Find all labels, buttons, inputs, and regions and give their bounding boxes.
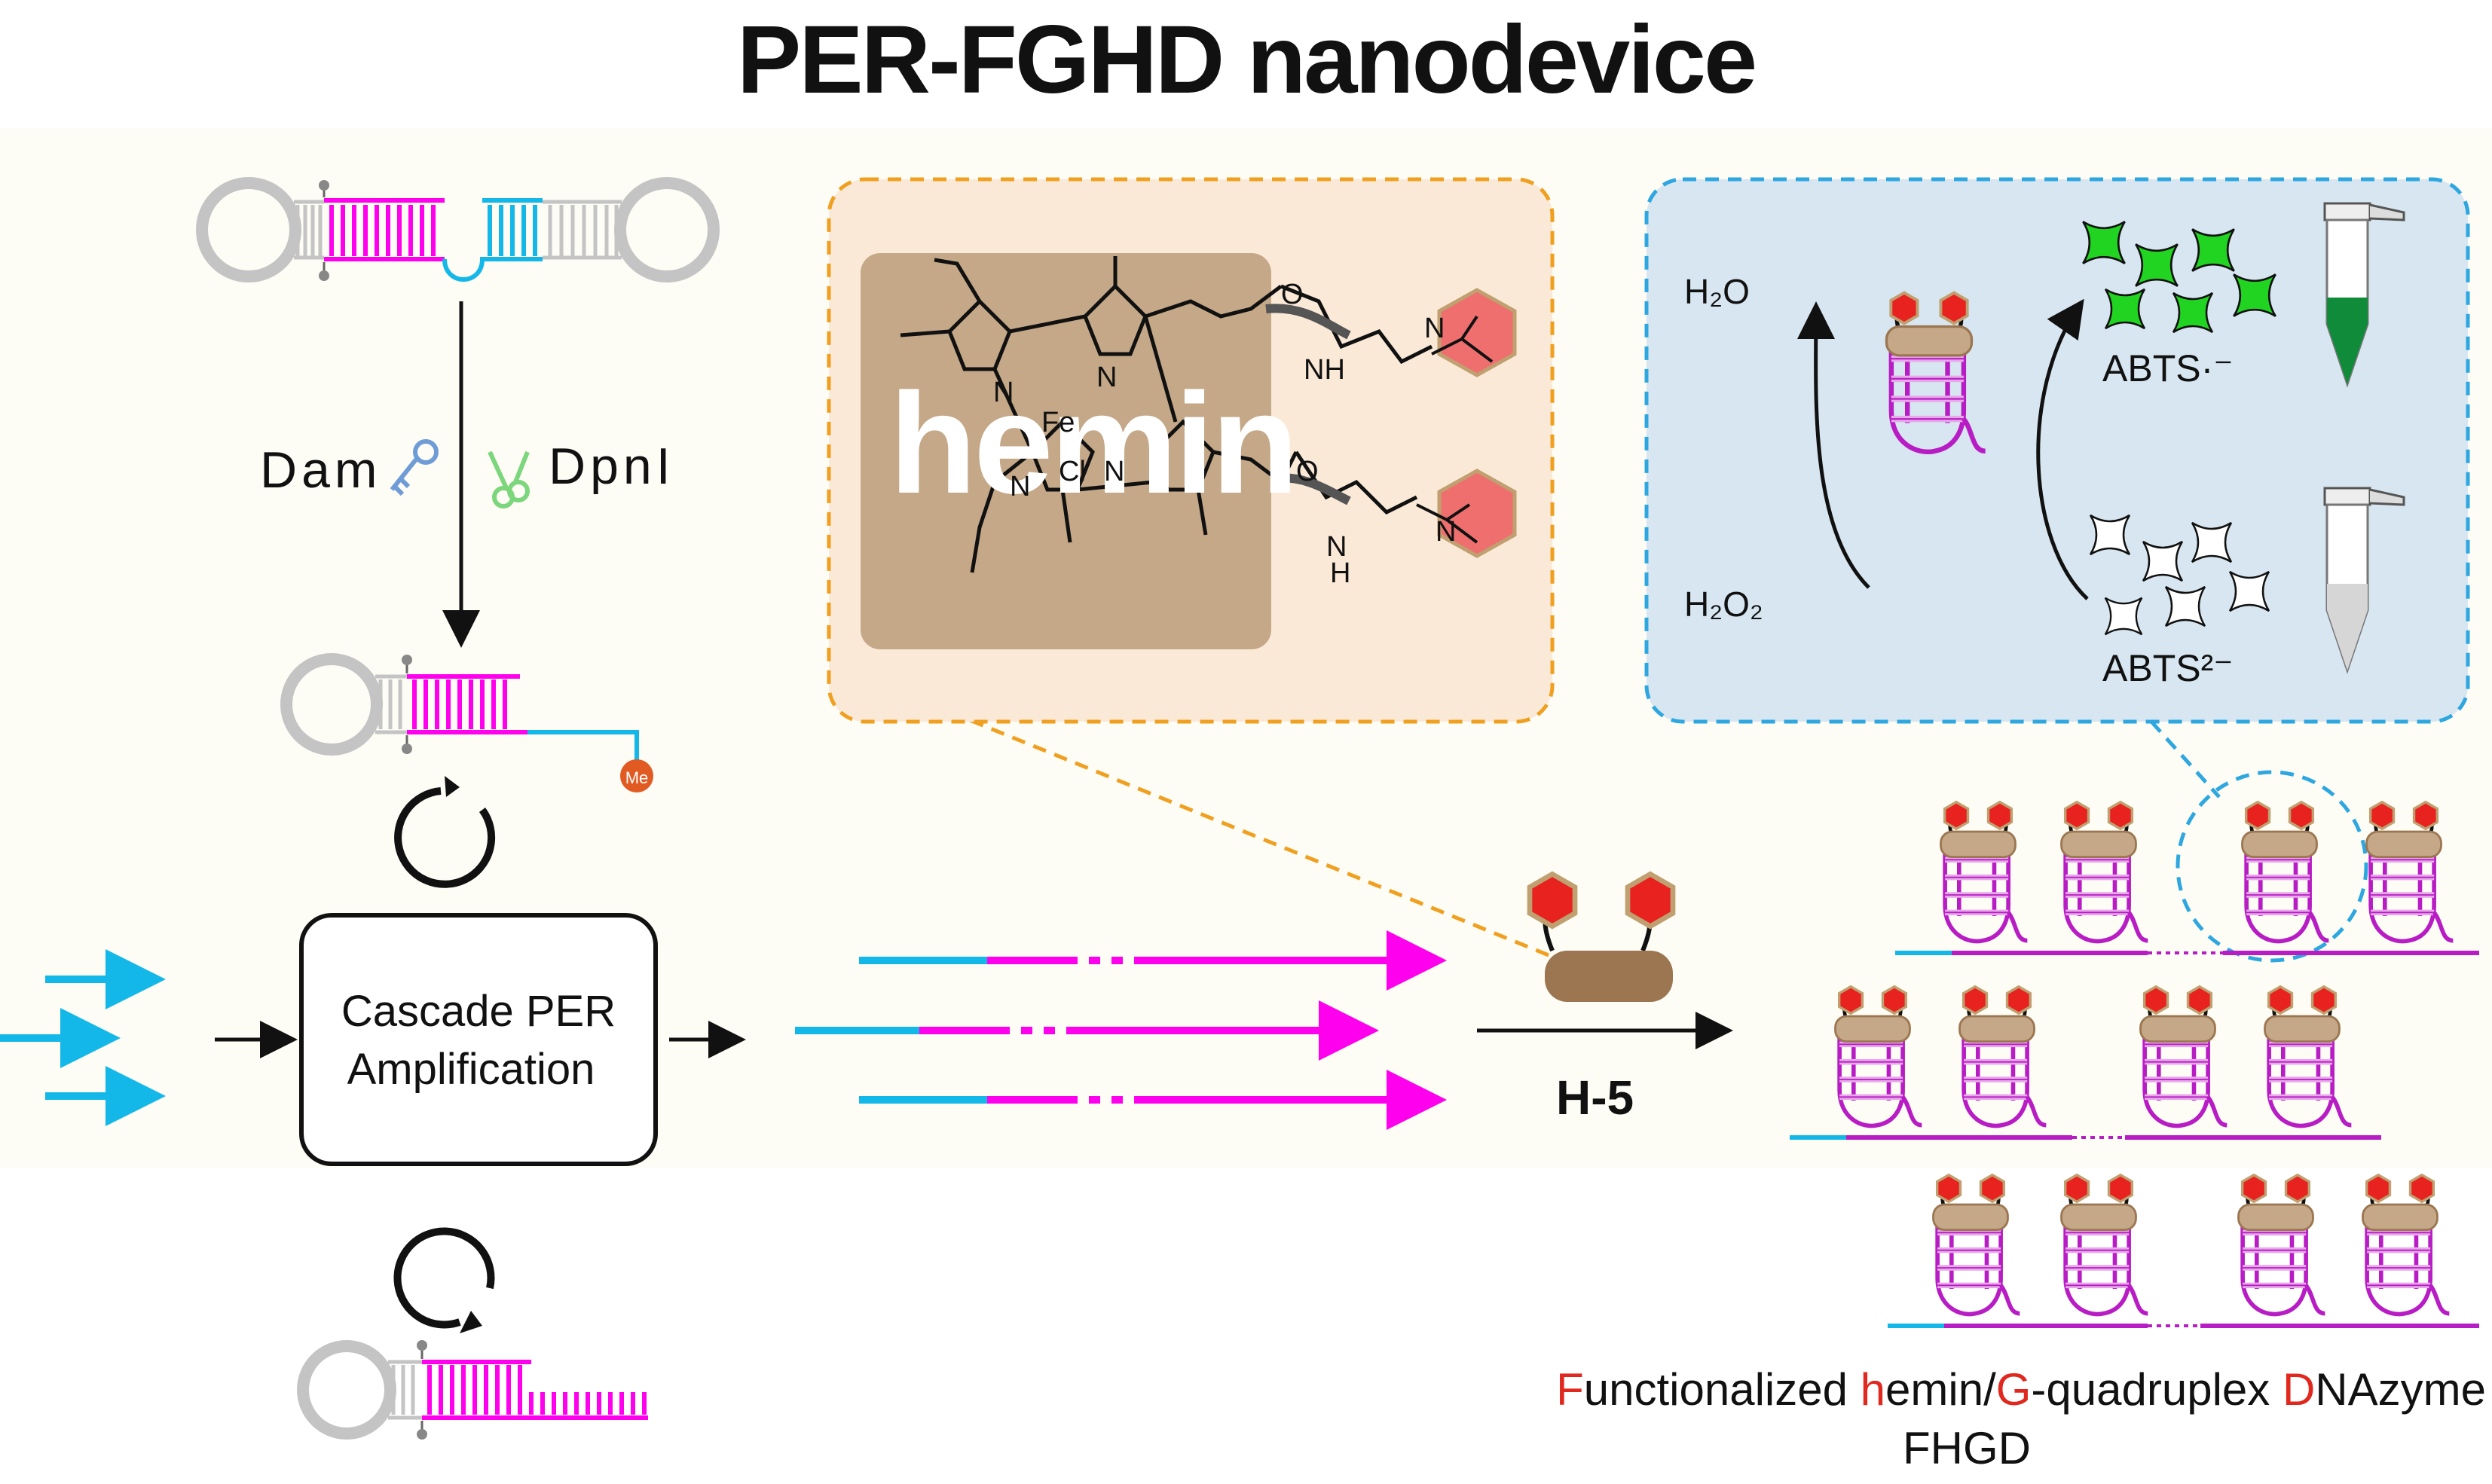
cycle-arrow-lower — [393, 1227, 495, 1333]
zoom-connector-blue — [2150, 720, 2221, 798]
hairpin-methylated: Me — [280, 653, 653, 792]
zoom-connector-orange — [949, 710, 1549, 957]
atom-n-4: N — [1104, 456, 1125, 487]
linker-gray — [1265, 304, 1351, 505]
zoom-circle — [2176, 770, 2368, 963]
key-icon — [390, 439, 439, 496]
tube-green-icon — [2323, 202, 2405, 388]
caption-text-segment: unctionalized — [1583, 1364, 1861, 1415]
cascade-box-line2: Amplification — [347, 1045, 595, 1094]
atom-o-2: O — [1296, 456, 1319, 487]
caption-text-segment: NAzyme — [2315, 1364, 2486, 1415]
caption-text-segment: emin/ — [1885, 1364, 1996, 1415]
methyl-tag-label: Me — [625, 768, 649, 787]
atom-fe: Fe — [1041, 407, 1075, 438]
cascade-per-box — [299, 913, 658, 1166]
scissors-icon — [488, 450, 530, 508]
atom-nh-1: NH — [1304, 354, 1345, 386]
atom-n-2: N — [1096, 362, 1118, 393]
cycle-arrow-upper — [394, 776, 496, 888]
peroxide-label: H₂O₂ — [1684, 585, 1763, 624]
abts-arrow — [2036, 298, 2089, 600]
caption-accent-letter: G — [1995, 1364, 2032, 1415]
h5-molecule — [1530, 874, 1673, 1002]
input-primers — [0, 949, 166, 1126]
pink-hexagon-groups — [1416, 288, 1517, 558]
atom-n-6: N — [1436, 516, 1457, 548]
caption-accent-letter: D — [2282, 1364, 2316, 1415]
atom-nh-2: N — [1326, 531, 1347, 563]
atom-n-5: N — [1424, 313, 1445, 344]
hairpin-extended — [297, 1340, 648, 1440]
fhgd-row-3 — [1888, 1175, 2479, 1328]
abts-reduced-label: ABTS²⁻ — [2102, 647, 2234, 689]
methyl-tag — [620, 759, 653, 792]
atom-n-3: N — [1010, 471, 1031, 502]
caption-text-segment: -quadruplex — [2031, 1364, 2283, 1415]
hemin-core-box — [861, 253, 1271, 649]
caption-accent-letter: F — [1556, 1364, 1584, 1415]
cascade-box-line1: Cascade PER — [341, 987, 616, 1036]
tube-clear-icon — [2323, 487, 2405, 674]
fhgd-abbreviation: FHGD — [1903, 1423, 2031, 1473]
h5-label: H-5 — [1556, 1070, 1634, 1125]
atom-h: H — [1330, 557, 1351, 589]
fhgd-row-2 — [1790, 987, 2381, 1140]
page-title: PER-FGHD nanodevice — [736, 6, 1757, 114]
fhgd-caption: Functionalized hemin/G-quadruplex DNAzym… — [1556, 1363, 2486, 1415]
caption-accent-letter: h — [1860, 1364, 1886, 1415]
fhgd-row-1 — [1895, 802, 2479, 955]
water-label: H₂O — [1684, 272, 1750, 311]
hairpin-probe-top — [196, 177, 720, 282]
atom-o-1: O — [1281, 279, 1304, 310]
enzyme-dpni-label: DpnI — [549, 438, 675, 495]
abts-oxidized-label: ABTS·⁻ — [2102, 347, 2234, 389]
peroxide-arrow — [1796, 301, 1870, 589]
atom-cl: Cl — [1059, 456, 1086, 487]
amplified-strands — [795, 960, 1439, 1100]
atom-n-1: N — [993, 377, 1014, 408]
hemin-label: hemin — [889, 364, 1299, 524]
enzyme-dam-label: Dam — [260, 441, 382, 499]
